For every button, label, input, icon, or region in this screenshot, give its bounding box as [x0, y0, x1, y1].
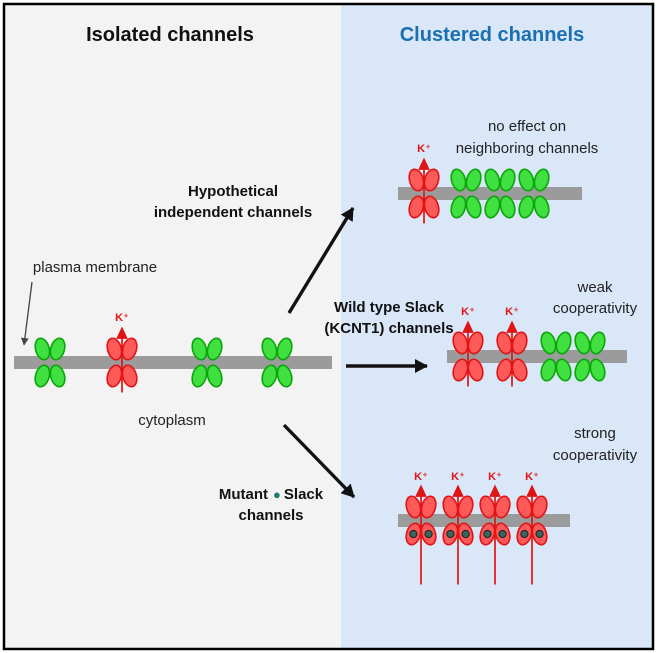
potassium-label: K⁺ [417, 143, 431, 155]
arrow-mutant [282, 423, 356, 499]
clustered-panel-bg [341, 5, 652, 648]
hypothetical-label-line1: Hypothetical [188, 183, 278, 200]
clustered-title: Clustered channels [400, 24, 585, 46]
potassium-label: K⁺ [488, 471, 502, 483]
arrow-independent [287, 207, 355, 314]
potassium-label: K⁺ [505, 306, 519, 318]
no-effect-line1: no effect on [488, 118, 566, 135]
strong-coop-line1: strong [574, 425, 616, 442]
isolated-title: Isolated channels [86, 24, 254, 46]
mutant-dot [461, 529, 470, 539]
no-effect-line2: neighboring channels [456, 140, 599, 157]
mutant-dot [498, 529, 507, 539]
potassium-label: K⁺ [115, 312, 129, 324]
wildtype-label-line2: (KCNT1) channels [324, 320, 453, 337]
weak-coop-line1: weak [576, 279, 613, 296]
strong-coop-line2: cooperativity [553, 447, 638, 464]
mutant-dot [535, 529, 544, 539]
mutant-dot [409, 529, 418, 539]
hypothetical-label-line2: independent channels [154, 204, 312, 221]
mutant-label-line2: channels [238, 507, 303, 524]
mutant-label-line1: Mutant●Slack [219, 486, 324, 503]
plasma-membrane-label: plasma membrane [33, 259, 157, 276]
membrane-bar-independent [398, 187, 582, 200]
isolated-panel-bg [5, 5, 341, 648]
mutant-dot [424, 529, 433, 539]
plasma-membrane-pointer [20, 281, 33, 346]
potassium-label: K⁺ [461, 306, 475, 318]
mutant-dot [483, 529, 492, 539]
membrane-bar-isolated [14, 356, 332, 369]
cytoplasm-label: cytoplasm [138, 412, 206, 429]
potassium-label: K⁺ [414, 471, 428, 483]
potassium-label: K⁺ [525, 471, 539, 483]
wildtype-label-line1: Wild type Slack [334, 299, 445, 316]
weak-coop-line2: cooperativity [553, 300, 638, 317]
mutant-dot [520, 529, 529, 539]
mutant-dot [446, 529, 455, 539]
potassium-label: K⁺ [451, 471, 465, 483]
